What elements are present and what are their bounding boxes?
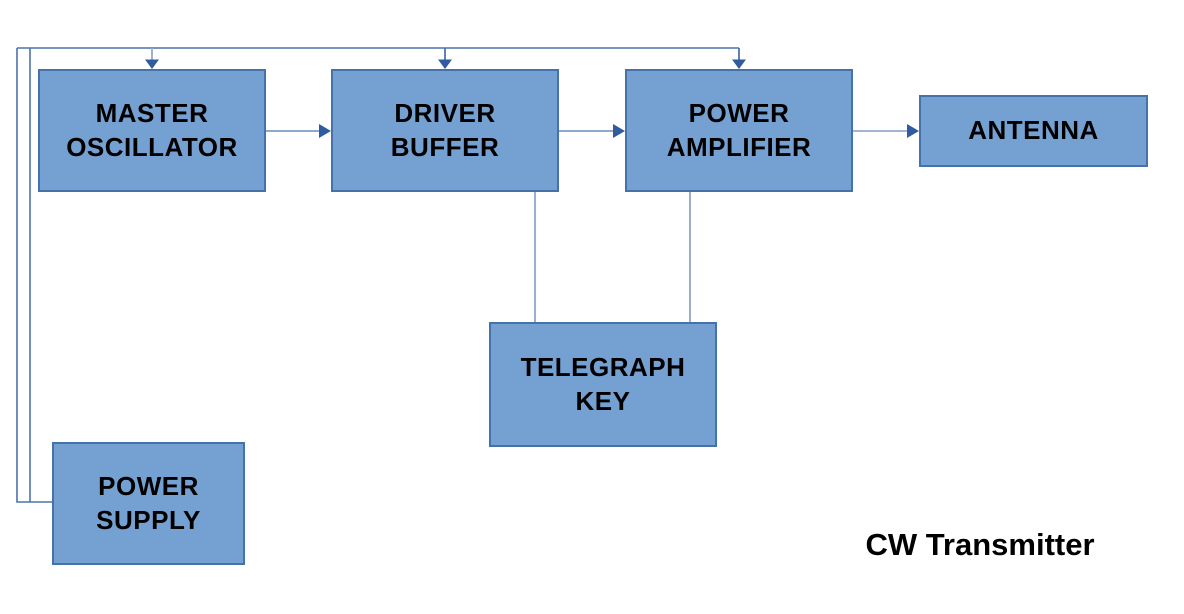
- block-driver-buffer[interactable]: DRIVER BUFFER: [331, 69, 559, 192]
- block-master-oscillator[interactable]: MASTER OSCILLATOR: [38, 69, 266, 192]
- block-telegraph-key-label: TELEGRAPH KEY: [520, 352, 686, 416]
- arrow-poweramp-to-antenna: [853, 124, 919, 138]
- block-power-amplifier[interactable]: POWER AMPLIFIER: [625, 69, 853, 192]
- arrow-driver-to-poweramp: [559, 124, 625, 138]
- block-antenna[interactable]: ANTENNA: [919, 95, 1148, 167]
- block-power-amplifier-label: POWER AMPLIFIER: [666, 98, 812, 162]
- connector-power-supply-feed: [16, 47, 739, 503]
- block-driver-buffer-label: DRIVER BUFFER: [390, 98, 500, 162]
- arrow-master-to-driver: [266, 124, 331, 138]
- arrow-into-power-amplifier-top: [732, 48, 746, 69]
- block-telegraph-key[interactable]: TELEGRAPH KEY: [489, 322, 717, 447]
- arrow-into-driver-buffer-top: [438, 48, 452, 69]
- block-power-supply[interactable]: POWER SUPPLY: [52, 442, 245, 565]
- diagram-title: CW Transmitter: [865, 527, 1095, 562]
- block-power-supply-label: POWER SUPPLY: [96, 471, 201, 535]
- block-antenna-label: ANTENNA: [968, 115, 1099, 146]
- arrow-into-master-oscillator: [145, 48, 159, 69]
- block-master-oscillator-label: MASTER OSCILLATOR: [66, 98, 238, 162]
